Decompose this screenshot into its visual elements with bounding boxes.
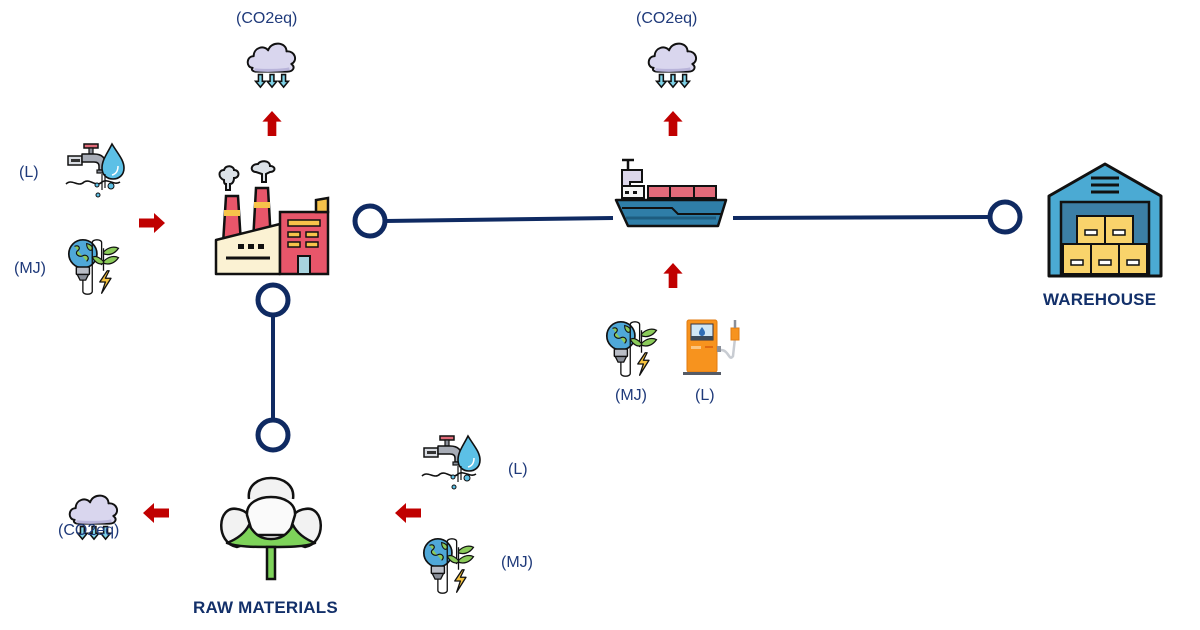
factory-icon[interactable] <box>212 160 332 280</box>
connector-factory-ship <box>384 216 614 223</box>
factory-water-unit: (L) <box>19 164 39 181</box>
factory-emission-label: (CO2eq) <box>236 10 298 27</box>
green-energy-bulb-icon <box>66 236 126 298</box>
cotton-plant-icon[interactable] <box>215 463 327 581</box>
cargo-ship-icon[interactable] <box>612 156 732 232</box>
raw-emission-label: (CO2eq) <box>58 522 120 539</box>
arrow-up-icon <box>663 111 683 136</box>
fuel-pump-icon <box>683 319 740 375</box>
node-circle-raw-top[interactable] <box>255 417 291 453</box>
arrow-right-icon <box>139 213 165 233</box>
ship-energy-unit: (MJ) <box>615 387 647 404</box>
node-circle-factory-bottom[interactable] <box>255 282 291 318</box>
arrow-up-icon <box>262 111 282 136</box>
arrow-left-icon <box>395 503 421 523</box>
water-tap-icon <box>420 432 484 496</box>
co2-cloud-icon <box>243 34 301 90</box>
ship-emission-label: (CO2eq) <box>636 10 698 27</box>
factory-energy-unit: (MJ) <box>14 260 46 277</box>
green-energy-bulb-icon <box>604 318 664 380</box>
node-circle-warehouse-left[interactable] <box>987 199 1023 235</box>
node-circle-factory-right[interactable] <box>352 203 388 239</box>
arrow-up-icon <box>663 263 683 288</box>
water-tap-icon <box>64 140 128 204</box>
warehouse-label: WAREHOUSE <box>1043 290 1157 309</box>
arrow-left-icon <box>143 503 169 523</box>
co2-cloud-icon <box>644 34 702 90</box>
ship-fuel-unit: (L) <box>695 387 715 404</box>
warehouse-icon[interactable] <box>1045 160 1165 278</box>
raw-water-unit: (L) <box>508 461 528 478</box>
raw-materials-label: RAW MATERIALS <box>193 598 338 617</box>
green-energy-bulb-icon <box>421 535 481 597</box>
connector-ship-warehouse <box>732 215 991 220</box>
raw-energy-unit: (MJ) <box>501 554 533 571</box>
